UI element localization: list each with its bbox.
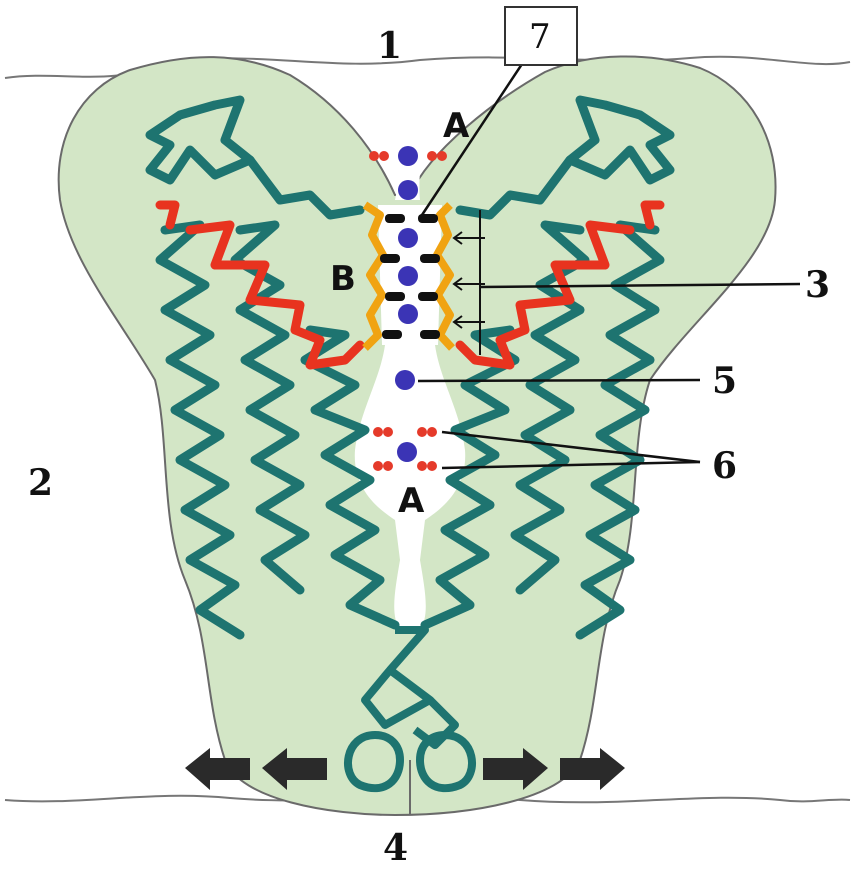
label-3: 3 bbox=[805, 264, 830, 306]
ion-icon bbox=[398, 228, 418, 248]
dipole-icon bbox=[385, 292, 405, 301]
dipole-icon bbox=[385, 214, 405, 223]
ion-icon bbox=[398, 146, 418, 166]
label-7: 7 bbox=[529, 17, 551, 57]
dipole-icon bbox=[418, 292, 438, 301]
label-a-bottom: A bbox=[398, 481, 425, 521]
ion-icon bbox=[395, 370, 415, 390]
dipole-icon bbox=[420, 330, 440, 339]
label-6: 6 bbox=[712, 445, 737, 487]
leader-5 bbox=[418, 380, 700, 381]
label-a-top: A bbox=[443, 106, 470, 146]
ion-icon bbox=[397, 442, 417, 462]
label-2: 2 bbox=[28, 462, 53, 504]
label-1: 1 bbox=[377, 25, 402, 67]
dipole-icon bbox=[382, 330, 402, 339]
dipole-icon bbox=[380, 254, 400, 263]
ion-icon bbox=[398, 304, 418, 324]
ion-icon bbox=[398, 180, 418, 200]
ion-icon bbox=[398, 266, 418, 286]
label-b: B bbox=[330, 259, 356, 299]
label-4: 4 bbox=[383, 827, 408, 869]
label-5: 5 bbox=[712, 360, 737, 402]
dipole-icon bbox=[420, 254, 440, 263]
